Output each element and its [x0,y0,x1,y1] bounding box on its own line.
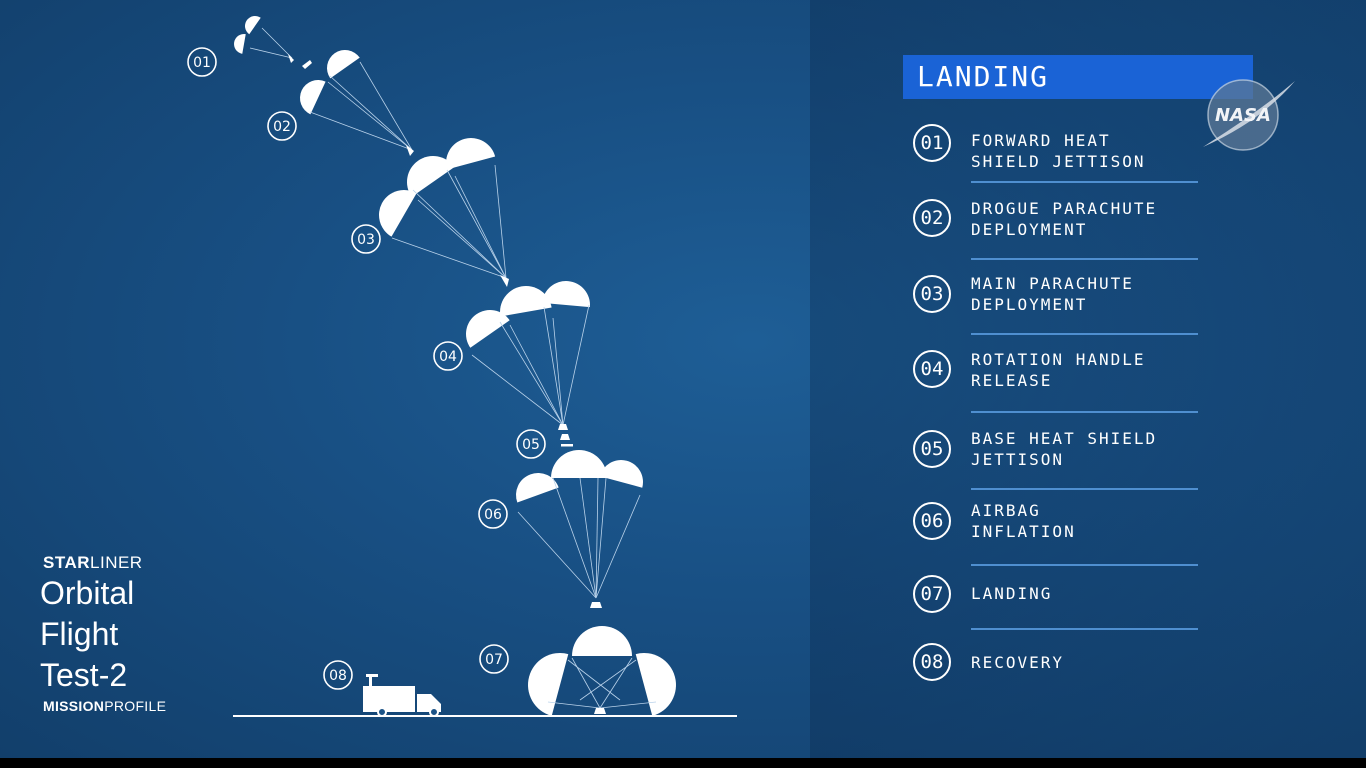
step-label: AIRBAG INFLATION [971,501,1076,541]
step-label: ROTATION HANDLE RELEASE [971,350,1146,390]
step-label: MAIN PARACHUTE DEPLOYMENT [971,274,1134,314]
step-number-badge: 05 [913,430,951,468]
diagram-label-06: 06 [484,507,502,523]
stage-01-graphic [232,12,312,69]
stage-07-graphic [520,626,684,716]
mission-title-line-3: Test-2 [40,657,128,693]
stage-06-graphic [509,450,648,608]
divider [971,411,1198,413]
divider [971,181,1198,183]
diagram-label-08: 08 [329,668,347,684]
divider [971,333,1198,335]
step-number-badge: 07 [913,575,951,613]
mission-brand-block: STARLINER Orbital Flight Test-2 MISSIONP… [40,553,167,714]
diagram-label-03: 03 [357,232,375,248]
step-label: RECOVERY [971,653,1065,672]
diagram-label-05: 05 [522,437,540,453]
nasa-logo-icon: NASA [1203,79,1295,151]
recovery-truck-icon [363,674,441,717]
step-number-badge: 04 [913,350,951,388]
panel-title: LANDING [903,55,1253,99]
step-number-badge: 02 [913,199,951,237]
divider [971,564,1198,566]
step-label: DROGUE PARACHUTE DEPLOYMENT [971,199,1158,239]
diagram-label-02: 02 [273,119,291,135]
divider [971,258,1198,260]
mission-title-line-1: Orbital [40,575,135,611]
diagram-label-07: 07 [485,652,503,668]
stage-05-graphic [560,434,573,447]
step-number-badge: 03 [913,275,951,313]
starliner-wordmark: STARLINER [43,553,143,572]
step-number-badge: 06 [913,502,951,540]
stage-02-graphic [294,42,414,156]
descent-diagram: 01 02 03 04 05 06 07 08 [187,12,737,717]
mission-profile-label: MISSIONPROFILE [43,698,167,714]
step-number-badge: 08 [913,643,951,681]
svg-text:NASA: NASA [1215,105,1271,126]
mission-title-line-2: Flight [40,616,119,652]
diagram-label-01: 01 [193,55,211,71]
stage-04-graphic [456,278,593,430]
step-label: BASE HEAT SHIELD JETTISON [971,429,1158,469]
step-label: FORWARD HEAT SHIELD JETTISON [971,131,1146,171]
divider [971,488,1198,490]
stage-03-graphic [369,132,509,287]
diagram-label-04: 04 [439,349,457,365]
divider [971,628,1198,630]
step-label: LANDING [971,584,1053,603]
step-number-badge: 01 [913,124,951,162]
